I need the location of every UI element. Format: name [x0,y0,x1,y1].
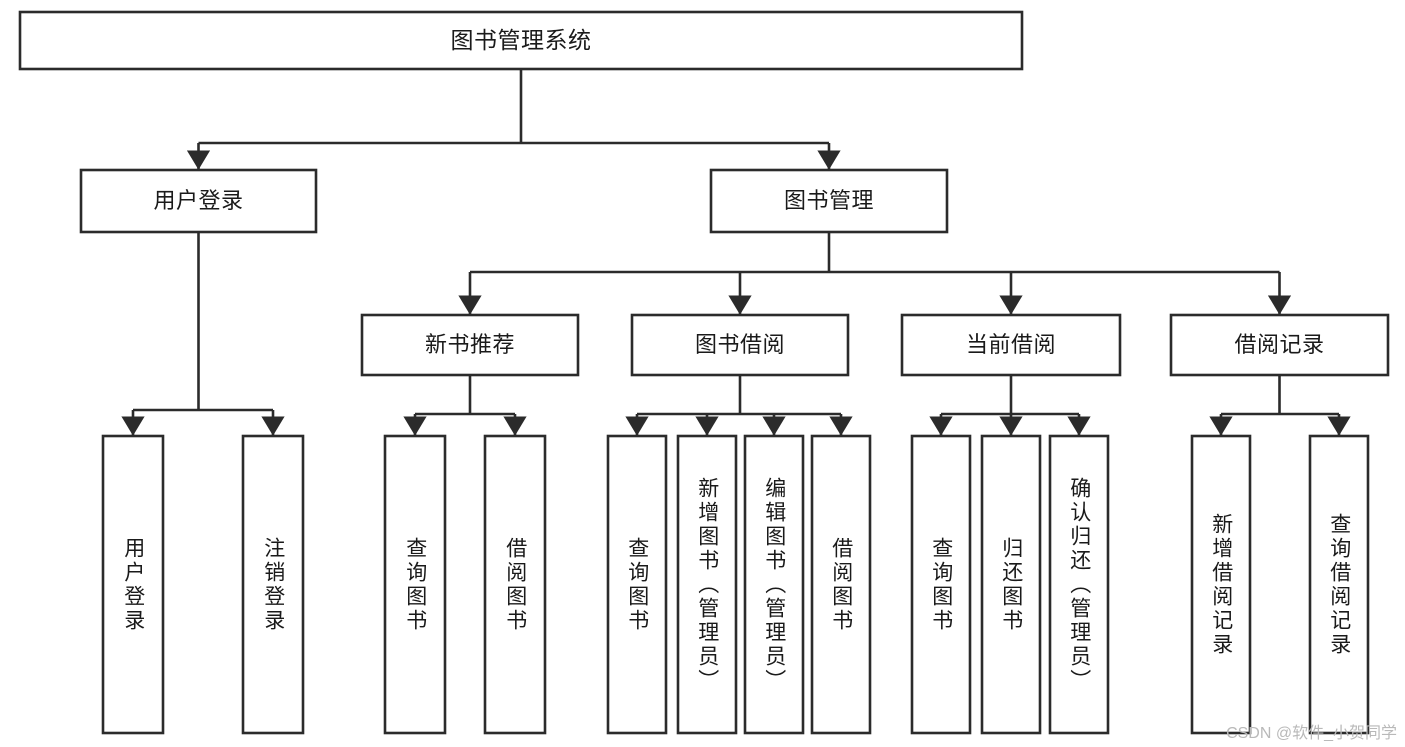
node-level2-1[interactable] [630,313,850,377]
node-level2-3[interactable] [1169,313,1390,377]
node-leaf-11[interactable] [1190,434,1252,735]
node-leaf-7[interactable] [810,434,872,735]
node-leaf-6[interactable] [743,434,805,735]
edges-group [121,69,1351,436]
watermark: CSDN @软件_小贺同学 [1226,725,1397,742]
node-leaf-0[interactable] [101,434,165,735]
node-leaf-10[interactable] [1048,434,1110,735]
node-leaf-8[interactable] [910,434,972,735]
node-level2-2[interactable] [900,313,1122,377]
node-leaf-3[interactable] [483,434,547,735]
node-level1-1[interactable] [709,168,949,234]
node-level1-0[interactable] [79,168,318,234]
node-leaf-2[interactable] [383,434,447,735]
nodes-group [18,10,1390,735]
node-leaf-5[interactable] [676,434,738,735]
node-leaf-4[interactable] [606,434,668,735]
node-leaf-12[interactable] [1308,434,1370,735]
node-leaf-9[interactable] [980,434,1042,735]
node-root[interactable] [18,10,1024,71]
node-level2-0[interactable] [360,313,580,377]
node-leaf-1[interactable] [241,434,305,735]
